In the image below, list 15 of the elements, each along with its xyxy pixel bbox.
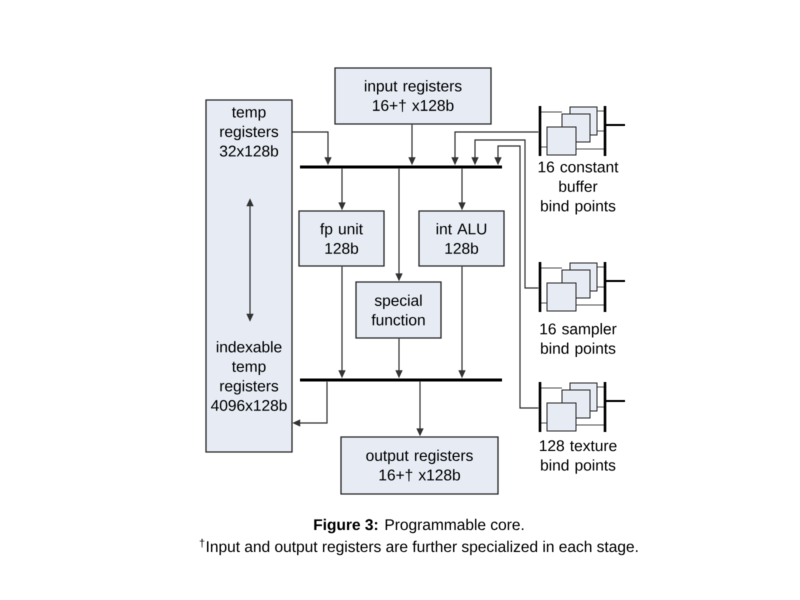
unit-box: special function bbox=[355, 281, 442, 339]
unit-box: fp unit 128b bbox=[298, 210, 385, 267]
register-label: temp registers 32x128b bbox=[220, 107, 278, 157]
register-box bbox=[205, 99, 293, 453]
bus-line bbox=[300, 166, 502, 168]
bind-point-label: 128 texture bind points bbox=[540, 440, 617, 474]
register-box: output registers 16+† x128b bbox=[340, 436, 499, 495]
bind-point-label: 16 sampler bind points bbox=[540, 323, 616, 357]
unit-box: int ALU 128b bbox=[418, 210, 505, 267]
register-label: indexable temp registers 4096x128b bbox=[211, 341, 287, 411]
footnote: $^{†}$Input and output registers are further specialized in each stage. bbox=[200, 538, 638, 556]
bind-point-label: 16 constant buffer bind points bbox=[538, 161, 618, 215]
bus-line bbox=[300, 378, 502, 382]
caption: Figure 3: Programmable core. bbox=[314, 518, 524, 534]
register-box: input registers 16+† x128b bbox=[334, 67, 492, 125]
